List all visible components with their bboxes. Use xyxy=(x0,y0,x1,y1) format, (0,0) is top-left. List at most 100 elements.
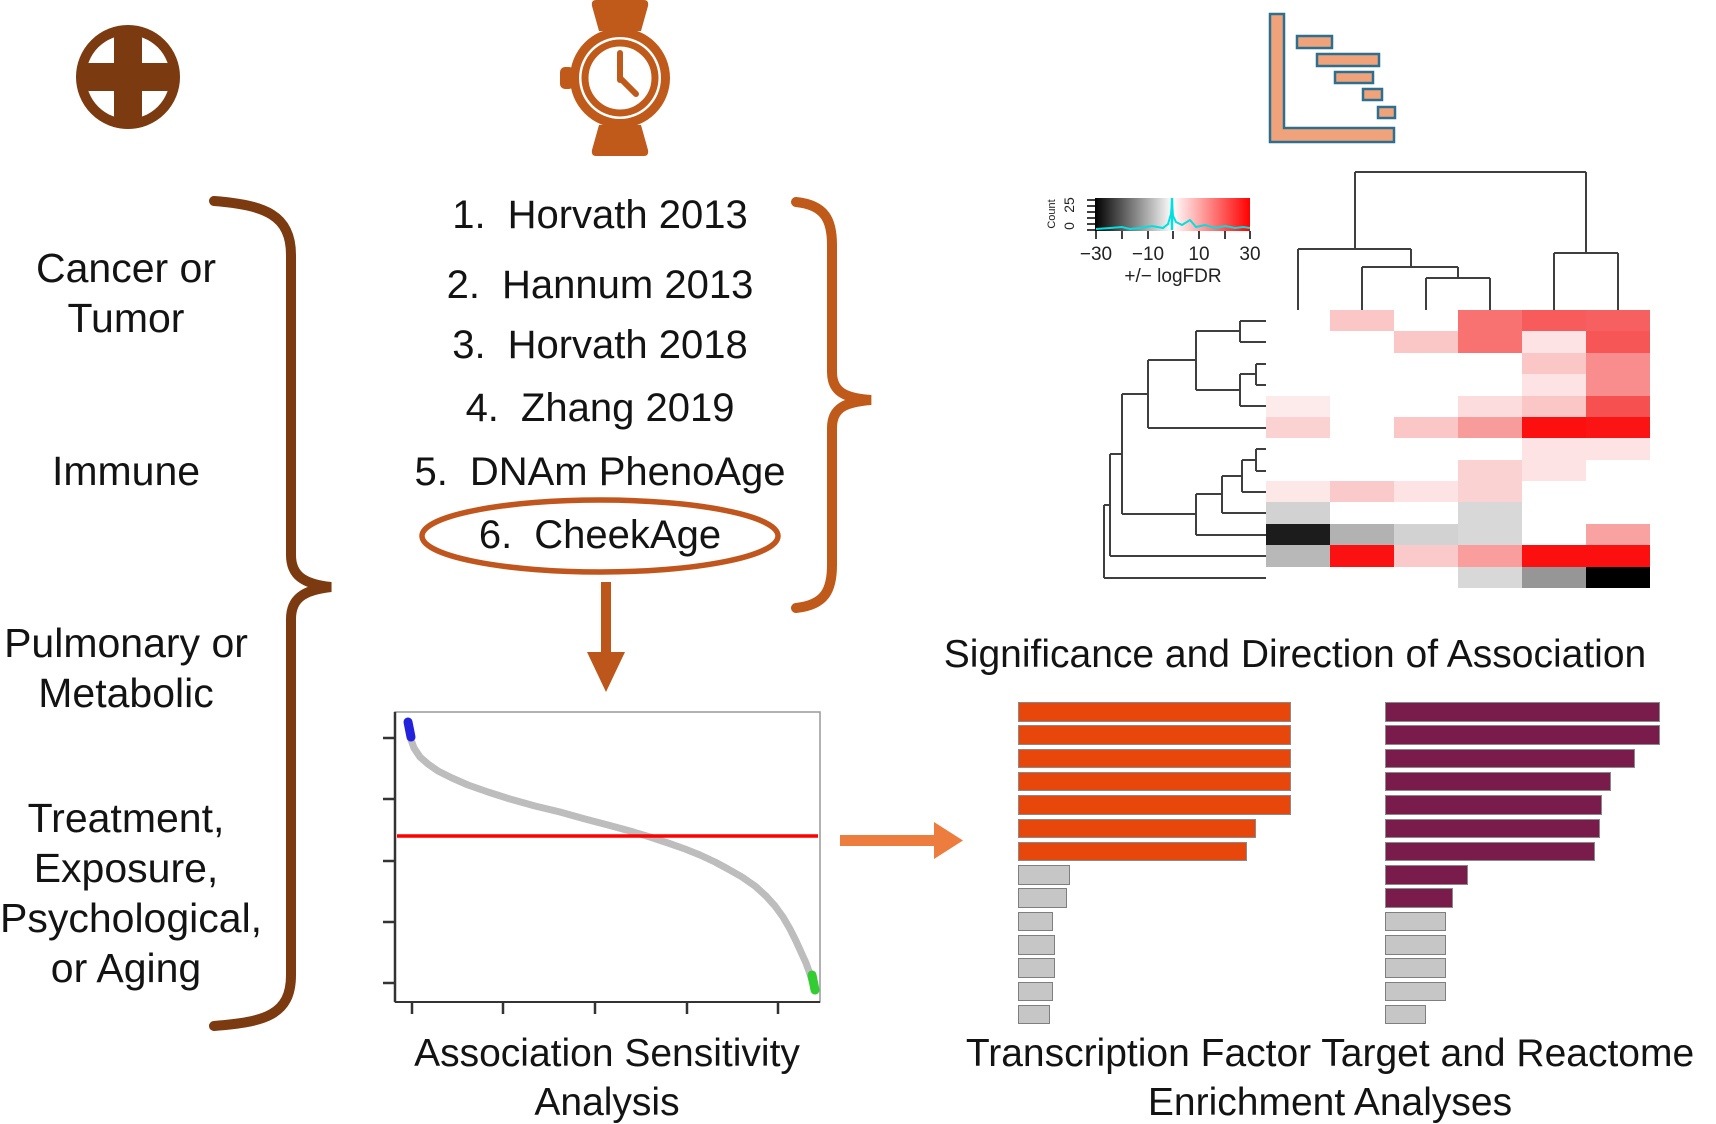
clock-list-item: 3.Horvath 2018 xyxy=(370,320,830,370)
heatmap-cell xyxy=(1522,566,1586,589)
heatmap-cell xyxy=(1522,416,1586,439)
enrichment-bar-gray xyxy=(1018,1004,1050,1025)
down-arrow xyxy=(587,582,625,692)
enrichment-caption-line1: Transcription Factor Target and Reactome xyxy=(965,1032,1695,1075)
clock-item-name: Zhang 2019 xyxy=(520,385,735,430)
enrichment-bar-purple xyxy=(1385,841,1595,862)
category-label-line: Tumor xyxy=(67,295,185,341)
heatmap-cell xyxy=(1394,310,1458,332)
category-label-line: Pulmonary or xyxy=(4,620,248,666)
heatmap-cell xyxy=(1266,502,1330,525)
right-brace xyxy=(791,197,872,613)
heatmap-cell xyxy=(1266,310,1330,332)
enrichment-bar-gray xyxy=(1018,935,1055,955)
heatmap-cell xyxy=(1394,481,1458,503)
color-key-tick-label: 30 xyxy=(1239,244,1261,265)
enrichment-bar-orange xyxy=(1018,818,1256,838)
watch-icon xyxy=(560,0,670,156)
heatmap-cell xyxy=(1394,374,1458,397)
clock-item-number: 5. xyxy=(414,449,448,494)
heatmap-cell xyxy=(1458,502,1522,525)
clock-item-name: DNAm PhenoAge xyxy=(469,449,786,494)
enrichment-caption: Transcription Factor Target and Reactome… xyxy=(930,1029,1716,1124)
enrichment-bar-gray xyxy=(1385,981,1446,1002)
enrichment-bar-gray xyxy=(1385,1004,1426,1025)
heatmap-cell xyxy=(1458,416,1522,439)
heatmap-cell xyxy=(1330,566,1394,589)
heatmap-cell xyxy=(1330,374,1394,397)
heatmap-cell xyxy=(1330,438,1394,461)
category-label-group: Immune xyxy=(0,446,252,496)
heatmap-cell xyxy=(1458,545,1522,568)
heatmap-cell xyxy=(1330,310,1394,332)
color-key-tick-label: 10 xyxy=(1188,244,1210,265)
heatmap-cell xyxy=(1586,502,1650,525)
heatmap-cell xyxy=(1330,523,1394,546)
clock-item-name: Horvath 2013 xyxy=(507,192,748,237)
heatmap-cell xyxy=(1586,438,1650,461)
dendrograms xyxy=(1103,171,1619,579)
heatmap-cell xyxy=(1586,352,1650,375)
heatmap-cell xyxy=(1266,459,1330,482)
heatmap-cell xyxy=(1394,459,1458,482)
heatmap-cell xyxy=(1458,395,1522,418)
right-arrow xyxy=(840,822,963,859)
heatmap-cell xyxy=(1330,545,1394,568)
heatmap-cell xyxy=(1586,331,1650,354)
heatmap-cell xyxy=(1394,566,1458,589)
heatmap-cell xyxy=(1458,481,1522,503)
heatmap-cell xyxy=(1394,395,1458,418)
heatmap-cell xyxy=(1522,395,1586,418)
enrichment-bar-gray xyxy=(1385,958,1446,978)
color-key-axis-label: +/− logFDR xyxy=(1124,266,1222,287)
heatmap-cell xyxy=(1330,481,1394,503)
enrichment-bar-orange xyxy=(1018,748,1291,769)
heatmap-cell xyxy=(1394,352,1458,375)
enrichment-bar-purple xyxy=(1385,725,1660,745)
color-key-tick-label: −30 xyxy=(1079,244,1113,265)
enrichment-bar-orange xyxy=(1018,841,1247,862)
heatmap-cell xyxy=(1522,374,1586,397)
enrichment-bar-orange xyxy=(1018,771,1291,792)
heatmap-cell xyxy=(1266,395,1330,418)
clock-item-number: 1. xyxy=(452,192,486,237)
heatmap-cell xyxy=(1266,481,1330,503)
heatmap-cell xyxy=(1394,502,1458,525)
enrichment-bar-purple xyxy=(1385,818,1600,838)
heatmap-cell xyxy=(1266,545,1330,568)
enrichment-bar-gray xyxy=(1385,911,1446,932)
heatmap-cell xyxy=(1394,523,1458,546)
heatmap-cell xyxy=(1266,416,1330,439)
heatmap-cell xyxy=(1522,310,1586,332)
heatmap-cell xyxy=(1522,502,1586,525)
heatmap-cell xyxy=(1586,459,1650,482)
category-label-line: Treatment, xyxy=(27,795,225,841)
heatmap-cell xyxy=(1266,438,1330,461)
clock-item-number: 4. xyxy=(465,385,499,430)
heatmap-cell xyxy=(1458,459,1522,482)
heatmap-cell xyxy=(1458,374,1522,397)
heatmap-cell xyxy=(1266,331,1330,354)
sensitivity-caption-line2: Analysis xyxy=(534,1081,680,1124)
heatmap-cell xyxy=(1458,352,1522,375)
category-label-line: Immune xyxy=(51,448,201,494)
heatmap-cell xyxy=(1522,438,1586,461)
clock-list-item: 5. DNAm PhenoAge xyxy=(370,447,830,497)
heatmap-cell xyxy=(1330,395,1394,418)
enrichment-bar-gray xyxy=(1018,865,1070,885)
category-label-line: Psychological, xyxy=(0,895,263,941)
heatmap-cell xyxy=(1586,481,1650,503)
heatmap-cell xyxy=(1458,438,1522,461)
heatmap-cell xyxy=(1458,310,1522,332)
category-label-line: or Aging xyxy=(50,945,202,991)
clock-item-number: 6. xyxy=(478,512,513,557)
heatmap-cell xyxy=(1586,566,1650,589)
category-label-line: Metabolic xyxy=(38,670,214,716)
heatmap-cell xyxy=(1458,331,1522,354)
enrichment-bar-purple xyxy=(1385,865,1468,885)
enrichment-bar-orange xyxy=(1018,725,1291,745)
enrichment-bar-purple xyxy=(1385,795,1602,815)
